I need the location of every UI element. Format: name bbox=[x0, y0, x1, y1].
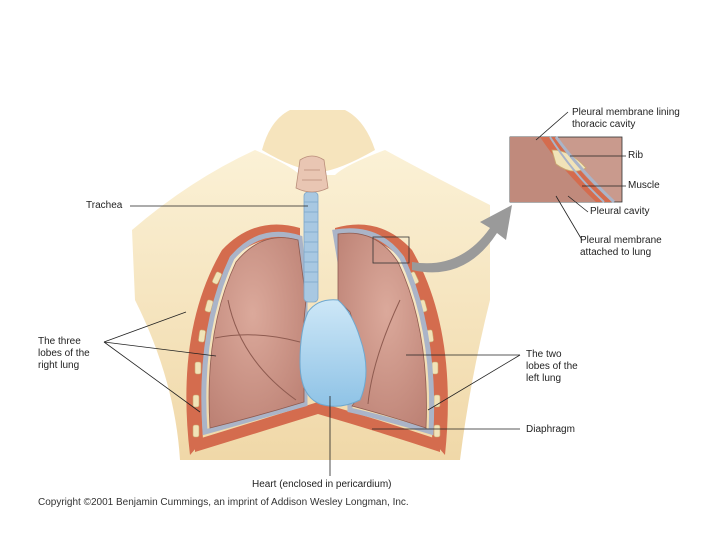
copyright-notice: Copyright ©2001 Benjamin Cummings, an im… bbox=[38, 497, 409, 508]
label-line: Pleural membrane lining bbox=[572, 107, 680, 118]
diaphragm-band bbox=[195, 402, 440, 452]
label-left-lung-lobes: The two lobes of the left lung bbox=[526, 349, 578, 385]
label-heart: Heart (enclosed in pericardium) bbox=[252, 479, 392, 490]
chest-wall-muscle-left bbox=[335, 224, 448, 455]
heart bbox=[299, 299, 367, 407]
pleura-left bbox=[332, 228, 435, 436]
magnify-arrow bbox=[412, 205, 512, 273]
label-line: left lung bbox=[526, 373, 562, 384]
label-trachea: Trachea bbox=[86, 200, 123, 211]
label-line: The three bbox=[38, 336, 81, 347]
label-line: thoracic cavity bbox=[572, 119, 636, 130]
label-line: lobes of the bbox=[38, 348, 90, 359]
label-rib: Rib bbox=[628, 150, 644, 161]
leader-lines bbox=[103, 111, 626, 476]
label-pleural-lining: Pleural membrane lining thoracic cavity bbox=[572, 107, 680, 131]
right-lung-fissure-oblique bbox=[227, 299, 297, 401]
right-lung bbox=[208, 237, 307, 429]
label-line: Pleural membrane bbox=[580, 235, 662, 246]
pleura-right bbox=[201, 231, 308, 436]
label-line: lobes of the bbox=[526, 361, 578, 372]
neck bbox=[262, 110, 375, 172]
magnify-region-box bbox=[372, 236, 410, 264]
label-pleural-attached: Pleural membrane attached to lung bbox=[580, 235, 662, 259]
inset-detail bbox=[509, 136, 623, 204]
label-line: right lung bbox=[38, 360, 80, 371]
left-lung-fissure bbox=[367, 299, 401, 405]
label-line: The two bbox=[526, 349, 562, 360]
right-lung-fissure-horizontal bbox=[214, 334, 301, 343]
label-right-lung-lobes: The three lobes of the right lung bbox=[38, 336, 90, 372]
label-muscle: Muscle bbox=[628, 180, 660, 191]
label-line: attached to lung bbox=[580, 247, 652, 258]
label-pleural-cavity: Pleural cavity bbox=[590, 206, 650, 217]
label-diaphragm: Diaphragm bbox=[526, 424, 575, 435]
trachea bbox=[295, 155, 329, 303]
